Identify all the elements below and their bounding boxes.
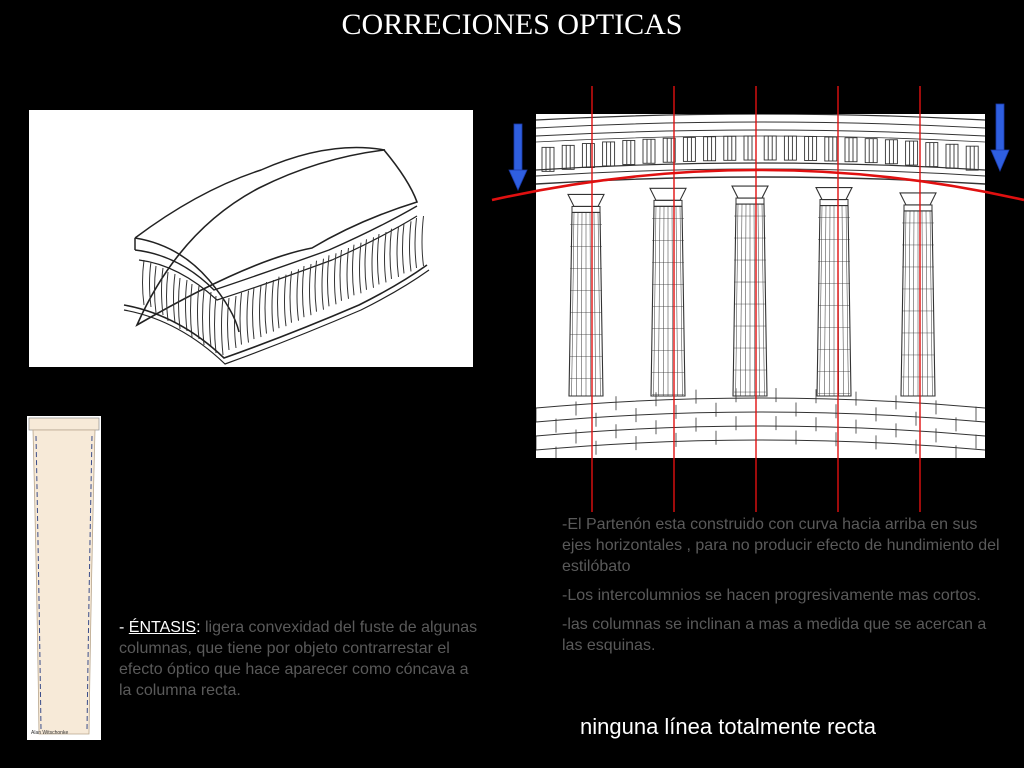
entasis-term: ÉNTASIS bbox=[128, 619, 197, 636]
entasis-colon: : bbox=[196, 619, 201, 636]
note-item: -El Partenón esta construido con curva h… bbox=[562, 516, 1000, 575]
slide-title: CORRECIONES OPTICAS bbox=[341, 8, 683, 41]
illustration-credit: Alan Witschonke bbox=[31, 730, 69, 736]
down-arrow-icon bbox=[990, 103, 1010, 173]
curvature-line bbox=[491, 168, 1024, 202]
entasis-dash: - bbox=[119, 619, 129, 636]
conclusion-text: ninguna línea totalmente recta bbox=[580, 714, 876, 739]
down-arrow-icon bbox=[508, 123, 528, 191]
curved-temple-illustration bbox=[29, 110, 473, 367]
parthenon-elevation-illustration bbox=[536, 114, 985, 458]
note-item: -Los intercolumnios se hacen progresivam… bbox=[562, 587, 981, 604]
entasis-definition-text: ligera convexidad del fuste de algunas c… bbox=[119, 619, 478, 699]
note-item: -las columnas se inclinan a mas a medida… bbox=[562, 616, 987, 654]
entasis-column-illustration: Alan Witschonke bbox=[27, 416, 101, 740]
optical-corrections-notes: -El Partenón esta construido con curva h… bbox=[562, 514, 1002, 664]
entasis-definition: - ÉNTASIS: ligera convexidad del fuste d… bbox=[119, 617, 479, 701]
